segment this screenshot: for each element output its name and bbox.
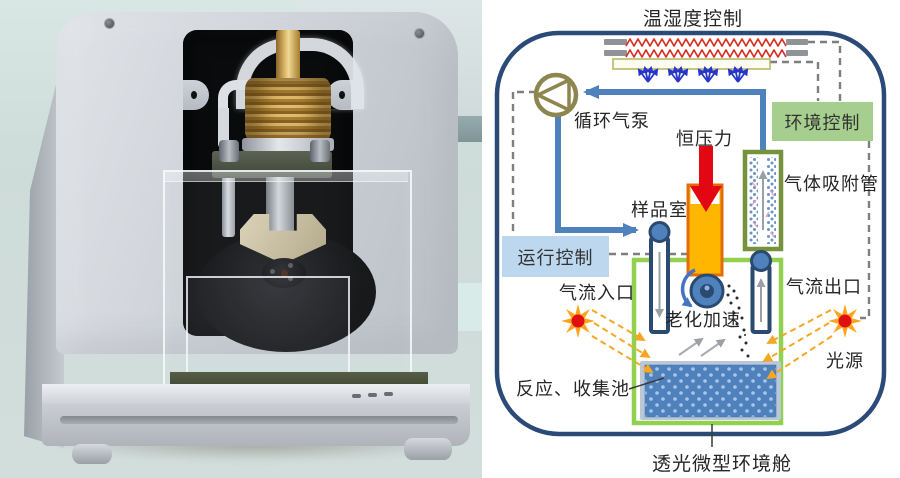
hub-screw [270,269,275,274]
evaporation-arrows [678,337,726,357]
mounting-tab-left [183,80,209,110]
sun-icon-right [828,304,862,338]
tubing-hook-leg [218,108,229,148]
tab-hole-left [191,91,197,99]
hub-screw [288,276,293,281]
pressure-arrow [690,146,722,212]
outlet-tube [750,250,772,334]
diagram-canvas [494,30,887,447]
heater-element [604,38,808,58]
run-control-label: 运行控制 [517,247,594,268]
aging-wheel [680,268,725,309]
base-hole [368,393,377,397]
base-foot-left [72,444,112,464]
enclosure-outline [494,30,887,437]
hub-screw [288,263,293,268]
panel-screw-right [414,28,425,39]
label-air-outlet: 气流出口 [786,277,862,297]
panel-screw-left [104,18,115,29]
diagram-title: 温湿度控制 [642,9,743,30]
label-micro-chamber: 透光微型环境舱 [651,454,792,475]
control-dashed-lines [511,40,871,320]
particle-dots [726,284,750,358]
humidifier [612,58,771,82]
label-circulation-pump: 循环气泵 [574,111,650,131]
inner-acrylic-box [186,276,350,384]
sun-icon-left [561,304,595,338]
clamp-right [310,140,330,162]
label-air-inlet: 气流入口 [559,283,635,303]
label-reaction-pool: 反应、收集池 [516,379,630,399]
inlet-tube [648,221,671,334]
run-control-box: 运行控制 [502,236,609,277]
light-rays [591,309,833,380]
circulation-pipes [555,85,766,237]
acrylic-enclosure [163,170,412,396]
base-groove [60,416,458,424]
adsorption-tube [742,149,784,252]
brass-coil-stack [245,78,331,142]
label-light-source: 光源 [826,351,864,371]
acrylic-box-rim [163,170,408,182]
label-constant-pressure: 恒压力 [676,129,733,149]
reaction-pool [640,361,781,420]
instrument-photo [0,0,482,478]
pointer-lines [628,377,713,447]
brass-top-shaft [276,30,300,82]
base-hole [352,394,361,398]
label-aging-acceleration: 老化加速 [665,310,741,330]
base-top [42,384,470,405]
label-sample-chamber: 样品室 [631,200,688,220]
hub-center [281,270,288,277]
env-control-label: 环境控制 [784,112,861,133]
env-control-box: 环境控制 [772,102,873,141]
base-foot-right [404,438,452,460]
base-front [42,404,470,446]
circulation-pump-icon [533,72,579,118]
clamp-left [219,140,239,162]
base-hole [384,392,393,396]
label-adsorption-tube: 气体吸附管 [784,174,879,194]
center-shaft [266,177,294,237]
schematic-diagram: 温湿度控制 循环气泵 恒压力 环境控制 运行控制 气体吸附管 样品室 气流入口 … [482,0,900,478]
